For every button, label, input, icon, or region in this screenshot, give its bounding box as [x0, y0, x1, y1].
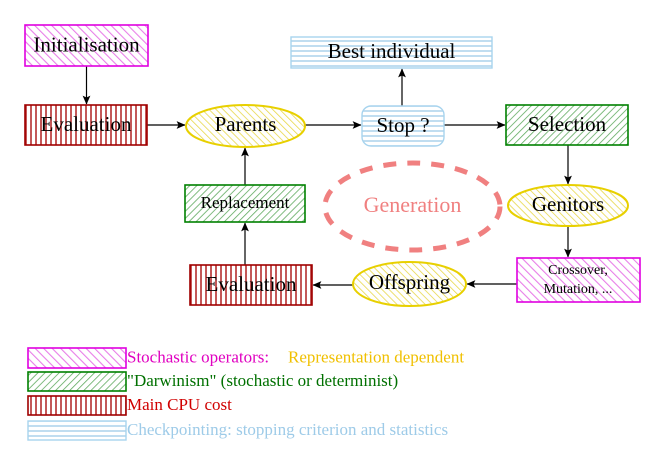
legend-swatch-red-vhatch [27, 395, 127, 416]
node-best-individual[interactable]: Best individual [290, 36, 493, 69]
node-initialisation[interactable]: Initialisation [24, 24, 149, 67]
node-parents-shape [185, 104, 306, 148]
legend-label-darwinism: "Darwinism" (stochastic or determinist) [127, 371, 398, 390]
node-evaluation-top-label: Evaluation [41, 112, 132, 136]
edges-layer [82, 66, 572, 289]
node-evaluation-bot-label: Evaluation [206, 272, 297, 296]
node-stop-shape [361, 105, 445, 147]
node-crossover-label-line2: Mutation, ... [544, 282, 613, 297]
node-crossover-label-line1: Crossover, [548, 263, 608, 278]
node-parents[interactable]: Parents [185, 104, 306, 148]
node-evaluation-bot[interactable]: Evaluation [189, 264, 313, 306]
legend-swatch-magenta-hatch [27, 347, 127, 369]
node-offspring-shape [352, 261, 467, 307]
legend-label-checkpointing: Checkpointing: stopping criterion and st… [127, 420, 448, 439]
node-crossover[interactable]: Crossover, Mutation, ... [516, 257, 641, 303]
legend-swatch-blue-hhatch [27, 420, 127, 441]
node-evaluation-top-shape [24, 104, 148, 146]
node-generation-shape [322, 160, 503, 253]
legend-label-representation-dependent: Representation dependent [288, 347, 464, 366]
legend-label-main-cpu-cost: Main CPU cost [127, 395, 232, 414]
node-initialisation-shape [24, 24, 149, 67]
legend: Stochastic operators: Representation dep… [27, 347, 464, 441]
node-genitors-label: Genitors [532, 192, 604, 216]
node-selection-shape [505, 104, 629, 146]
node-evaluation-bot-shape [189, 264, 313, 306]
node-genitors[interactable]: Genitors [507, 184, 629, 227]
legend-label-stochastic-operators: Stochastic operators: [127, 347, 269, 366]
node-crossover-shape [516, 257, 641, 303]
node-parents-label: Parents [215, 112, 277, 136]
legend-item-stochastic-operators: Stochastic operators: Representation dep… [27, 347, 464, 369]
node-genitors-shape [507, 184, 629, 227]
node-stop-label: Stop ? [376, 113, 429, 137]
node-best-individual-label: Best individual [328, 39, 456, 63]
node-selection[interactable]: Selection [505, 104, 629, 146]
node-generation-label: Generation [364, 192, 462, 217]
node-generation: Generation [322, 160, 503, 253]
node-initialisation-label: Initialisation [33, 32, 140, 56]
legend-swatch-green-hatch [27, 371, 127, 392]
node-offspring[interactable]: Offspring [352, 261, 467, 307]
node-replacement-shape [184, 184, 306, 223]
legend-item-checkpointing: Checkpointing: stopping criterion and st… [27, 420, 448, 441]
node-replacement-label: Replacement [201, 193, 290, 212]
legend-item-darwinism: "Darwinism" (stochastic or determinist) [27, 371, 398, 392]
node-selection-label: Selection [528, 112, 607, 136]
legend-item-main-cpu-cost: Main CPU cost [27, 395, 232, 416]
node-best-individual-shape [290, 36, 493, 69]
node-stop[interactable]: Stop ? [361, 105, 445, 147]
node-offspring-label: Offspring [369, 270, 451, 294]
node-replacement[interactable]: Replacement [184, 184, 306, 223]
node-evaluation-top[interactable]: Evaluation [24, 104, 148, 146]
